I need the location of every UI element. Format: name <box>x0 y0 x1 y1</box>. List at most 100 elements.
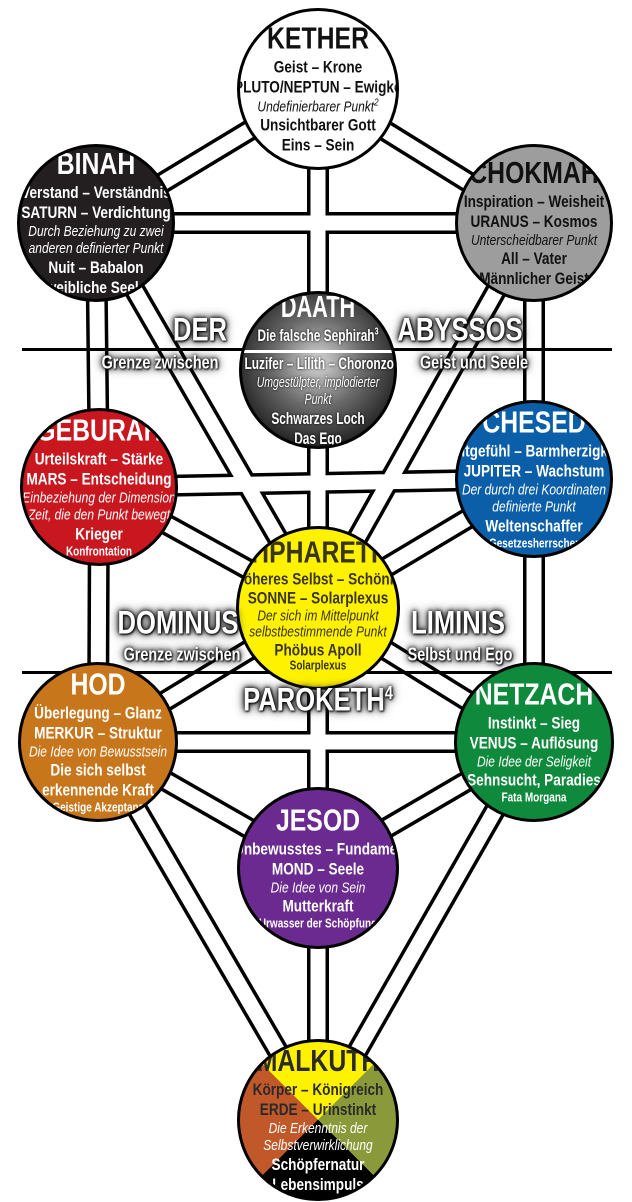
line-text: Körper – Königreich <box>252 1079 384 1099</box>
paroketh-footnote: 4 <box>384 682 393 703</box>
daath-line: Schwarzes Loch <box>245 409 392 429</box>
chesed-line: Der durch drei Koordinaten <box>458 481 610 499</box>
line-text: Instinkt – Sieg <box>487 712 581 732</box>
line-text: Unbewusstes – Fundament <box>237 838 399 858</box>
line-text: SATURN – Verdichtung <box>21 202 171 222</box>
geburah-line: Urteilskraft – Stärke <box>23 449 175 469</box>
paroketh-text: PAROKETH <box>243 681 385 718</box>
label-veil-right: Selbst und Ego <box>407 644 513 665</box>
daath-title: DAATH <box>245 294 392 323</box>
line-text: Undefinierbarer Punkt <box>257 97 375 115</box>
line-text: JESOD <box>275 802 361 838</box>
kether-line: Undefinierbarer Punkt2 <box>240 96 396 116</box>
chesed-line: definierte Punkt <box>458 498 610 517</box>
line-text: Die falsche Sephirah <box>257 325 375 345</box>
line-text: Geistige Akzeptanz <box>52 800 144 815</box>
tiphareth-line: selbstbestimmende Punkt <box>239 624 397 642</box>
hod-line: Geistige Akzeptanz <box>21 800 175 816</box>
chokmah-line: All – Vater <box>458 249 610 269</box>
binah-line: anderen definierter Punkt <box>20 240 172 258</box>
hod-line: Die Idee von Bewusstsein <box>21 743 175 761</box>
line-text: URANUS – Kosmos <box>470 211 598 231</box>
kether-line: Unsichtbarer Gott <box>240 115 396 136</box>
tiphareth-line: Solarplexus <box>239 658 397 674</box>
line-text: Die sich selbst <box>50 760 146 780</box>
malkuth-title: MALKUTH <box>240 1044 396 1078</box>
line-text: Fata Morgana <box>501 790 567 805</box>
line-text: MERKUR – Struktur <box>34 723 162 743</box>
jesod-line: Die Idee von Sein <box>240 879 396 897</box>
line-text: HOD <box>70 666 126 702</box>
line-text: weibliche Seele <box>45 278 147 298</box>
line-text: Das Ego <box>294 429 342 449</box>
kether-line: PLUTO/NEPTUN – Ewigkeit1 <box>237 76 399 97</box>
hod-line: MERKUR – Struktur <box>21 723 175 743</box>
label-abyss-left: Grenze zwischen <box>101 352 219 373</box>
line-text: Umgestülpter, implodierter <box>256 373 380 391</box>
chesed-line: Gesetzesherrscher <box>458 536 610 552</box>
hod-line: Die sich selbst <box>21 760 175 781</box>
chokmah-line: URANUS – Kosmos <box>458 211 610 231</box>
binah-line: Nuit – Babalon <box>20 258 172 278</box>
netzach-line: Instinkt – Sieg <box>457 712 611 733</box>
line-text: Gesetzesherrscher <box>488 536 580 551</box>
binah-line: Verstand – Verständnis <box>20 182 172 202</box>
chesed-line: Weltenschaffer <box>458 517 610 537</box>
label-abyss-right: Geist und Seele <box>419 352 529 373</box>
line-text: Punkt <box>304 391 332 409</box>
jesod-line: MOND – Seele <box>240 859 396 879</box>
label-abyssos: ABYSSOS <box>397 311 523 348</box>
malkuth-line: Selbstverwirklichung <box>240 1137 396 1155</box>
geburah-line: MARS – Entscheidung <box>23 469 175 489</box>
line-text: Solarplexus <box>289 658 347 673</box>
malkuth-line: Lebensimpuls <box>240 1175 396 1195</box>
netzach-title: NETZACH <box>457 678 611 711</box>
daath-line: Umgestülpter, implodierter <box>245 374 392 392</box>
line-text: Selbstverwirklichung <box>263 1137 373 1155</box>
line-text: Einbeziehung der Dimension <box>22 489 176 507</box>
chokmah-line: Unterscheidbarer Punkt <box>458 231 610 249</box>
line-text: definierte Punkt <box>492 498 576 516</box>
tiphareth-line: Phöbus Apoll <box>239 640 397 660</box>
line-text: PLUTO/NEPTUN – Ewigkeit <box>237 76 399 96</box>
line-text: Zeit, die den Punkt bewegt <box>27 506 171 524</box>
line-text: SONNE – Solarplexus <box>247 588 389 608</box>
line-text: BINAH <box>56 145 136 181</box>
line-text: Überlegung – Glanz <box>34 702 162 722</box>
line-text: GEBURAH <box>36 412 162 448</box>
chesed-title: CHESED <box>458 406 610 440</box>
line-text: Unsichtbarer Gott <box>260 115 376 135</box>
line-text: Der durch drei Koordinaten <box>461 481 607 499</box>
jesod-line: Unbewusstes – Fundament <box>237 838 399 859</box>
jesod-title: JESOD <box>240 802 396 838</box>
chesed-line: Mitgefühl – Barmherzigkeit <box>455 441 613 461</box>
line-text: Inspiration – Weisheit <box>463 191 605 211</box>
tiphareth-line: SONNE – Solarplexus <box>239 588 397 608</box>
line-text: Urteilskraft – Stärke <box>34 449 164 469</box>
kether-line: Geist – Krone <box>240 57 396 77</box>
geburah-line: Zeit, die den Punkt bewegt <box>23 506 175 525</box>
chesed-line: JUPITER – Wachstum <box>458 461 610 481</box>
kether-title: KETHER <box>240 22 396 55</box>
kether-line: Eins – Sein <box>240 136 396 156</box>
netzach-line: Sehnsucht, Paradies <box>457 771 611 791</box>
line-text: Schwarzes Loch <box>271 408 365 428</box>
line-text: Männlicher Geist <box>479 269 589 289</box>
line-text: Mitgefühl – Barmherzigkeit <box>455 441 613 461</box>
line-text: MOND – Seele <box>271 859 365 879</box>
line-text: Die Idee der Seligkeit <box>476 753 592 771</box>
label-der: DER <box>172 311 228 348</box>
footnote-marker: 2 <box>374 96 379 108</box>
line-text: VENUS – Auflösung <box>469 733 599 753</box>
line-text: Lebensimpuls <box>272 1175 364 1195</box>
